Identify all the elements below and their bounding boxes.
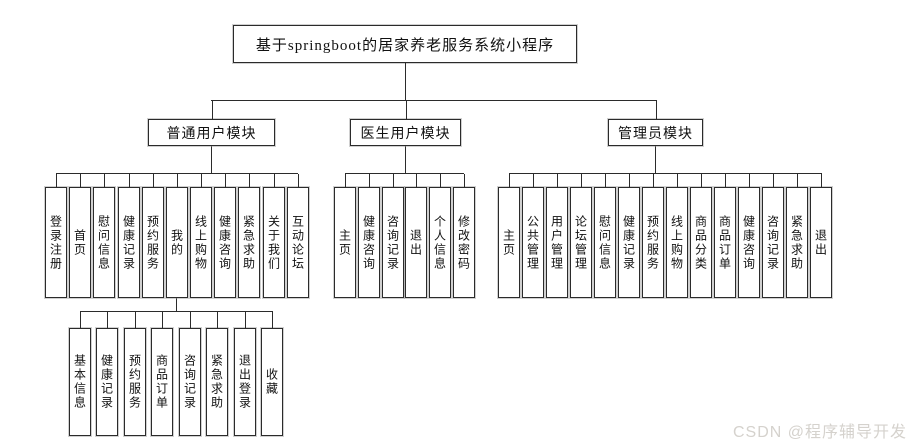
- node-admin-consult-records: 咨询记录: [762, 174, 784, 298]
- node-normal-user-module: 普通用户模块: [148, 100, 275, 146]
- node-favorites: 收藏: [261, 312, 283, 436]
- node-admin-home: 主页: [498, 174, 520, 298]
- module2-children-bus-line: [509, 173, 822, 174]
- node-admin-health-consult: 健康咨询: [738, 174, 760, 298]
- csdn-watermark: CSDN @程序辅导开发: [732, 424, 907, 441]
- node-interactive-forum: 互动论坛: [287, 174, 309, 298]
- trunk-line: [405, 63, 406, 100]
- node-public-management: 公共管理: [522, 174, 544, 298]
- mine-drop-line: [176, 298, 177, 311]
- node-consultation-records: 咨询记录: [179, 312, 201, 436]
- node-admin-exit: 退出: [810, 174, 832, 298]
- node-health-records: 健康记录: [118, 174, 140, 298]
- node-admin-online-shopping: 线上购物: [666, 174, 688, 298]
- node-my-emergency-help: 紧急求助: [206, 312, 228, 436]
- node-admin-condolence-info: 慰问信息: [594, 174, 616, 298]
- node-doctor-exit: 退出: [405, 174, 427, 298]
- node-personal-info: 个人信息: [429, 174, 451, 298]
- node-doctor-consult-records: 咨询记录: [382, 174, 404, 298]
- node-online-shopping: 线上购物: [190, 174, 212, 298]
- node-doctor-user-module: 医生用户模块: [350, 100, 461, 146]
- node-doctor-home: 主页: [334, 174, 356, 298]
- node-home: 首页: [69, 174, 91, 298]
- root-node: 基于springboot的居家养老服务系统小程序: [233, 25, 577, 63]
- mine-children-bus-line: [80, 311, 273, 312]
- module0-drop-line: [211, 146, 212, 173]
- node-appointment-service: 预约服务: [142, 174, 164, 298]
- node-change-password: 修改密码: [453, 174, 475, 298]
- module1-drop-line: [405, 146, 406, 173]
- module1-children-bus-line: [345, 173, 464, 174]
- module2-drop-line: [655, 146, 656, 173]
- node-login-register: 登录注册: [45, 174, 67, 298]
- level1-bus-line: [211, 100, 656, 101]
- node-logout: 退出登录: [234, 312, 256, 436]
- node-my-health-records: 健康记录: [96, 312, 118, 436]
- node-mine: 我的: [166, 174, 188, 298]
- node-admin-product-orders: 商品订单: [714, 174, 736, 298]
- node-basic-info: 基本信息: [69, 312, 91, 436]
- node-admin-module: 管理员模块: [608, 100, 703, 146]
- node-admin-health-records: 健康记录: [618, 174, 640, 298]
- node-doctor-health-consult: 健康咨询: [358, 174, 380, 298]
- node-product-orders: 商品订单: [151, 312, 173, 436]
- node-user-management: 用户管理: [546, 174, 568, 298]
- node-emergency-help: 紧急求助: [238, 174, 260, 298]
- node-health-consultation: 健康咨询: [214, 174, 236, 298]
- node-forum-management: 论坛管理: [570, 174, 592, 298]
- node-my-appointments: 预约服务: [124, 312, 146, 436]
- node-product-categories: 商品分类: [690, 174, 712, 298]
- module0-children-bus-line: [56, 173, 298, 174]
- node-about-us: 关于我们: [263, 174, 285, 298]
- node-admin-emergency-help: 紧急求助: [786, 174, 808, 298]
- node-condolence-info: 慰问信息: [93, 174, 115, 298]
- node-admin-appointments: 预约服务: [642, 174, 664, 298]
